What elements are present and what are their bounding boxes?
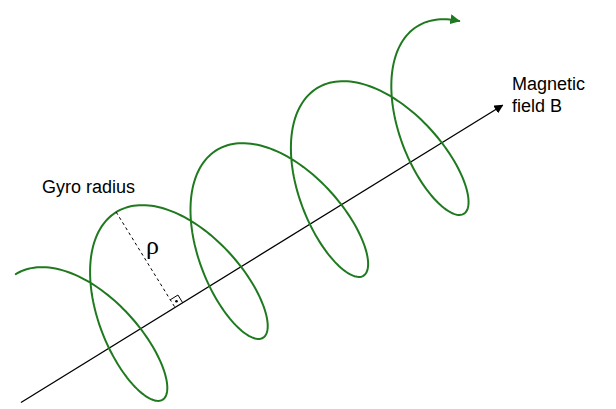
- field-line: [21, 105, 503, 402]
- radius-line: [116, 212, 175, 307]
- particle-helix: [16, 19, 469, 401]
- right-angle-dot: [175, 300, 178, 303]
- radius-symbol: ρ: [146, 230, 159, 261]
- radius-caption: Gyro radius: [42, 177, 135, 199]
- right-angle-mark: [170, 295, 182, 303]
- field-caption: Magnetic field B: [512, 74, 602, 117]
